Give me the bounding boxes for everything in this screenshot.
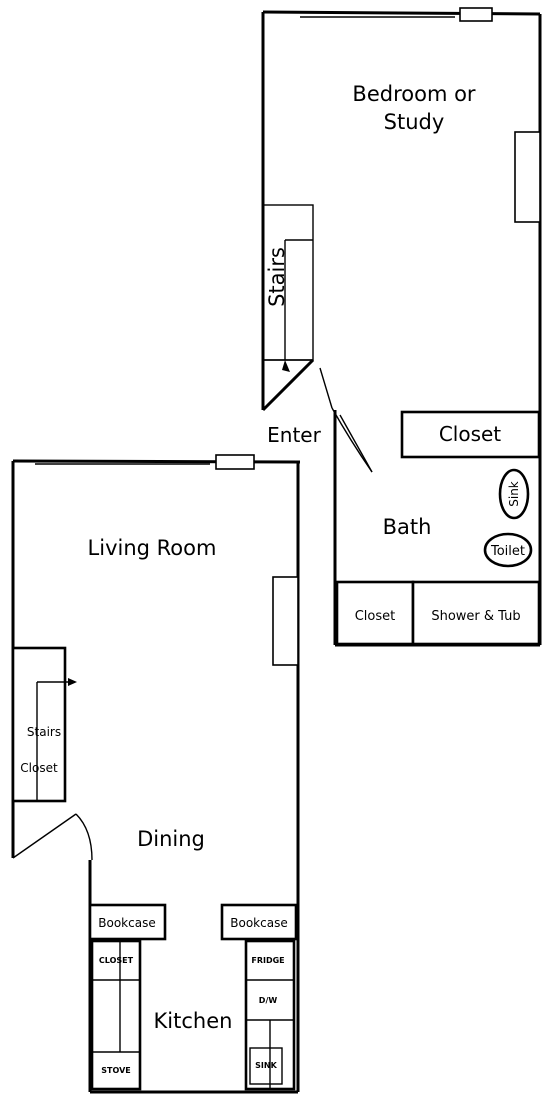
bath-sink xyxy=(498,468,530,520)
bath-door-leaf xyxy=(339,414,373,473)
upper-closet-label: Closet xyxy=(439,422,501,446)
lower-door-swing xyxy=(75,813,93,861)
entry-door-leaf xyxy=(319,367,333,409)
lower-stairs-label: Stairs xyxy=(27,725,61,739)
lower-door-leaf xyxy=(12,813,77,859)
bookcase-left-label: Bookcase xyxy=(98,916,155,930)
upper-window xyxy=(459,7,493,22)
lower-wall-recess xyxy=(272,576,299,666)
bath-label: Bath xyxy=(383,515,432,539)
upper-stairs-arrow xyxy=(282,360,290,372)
upper-top-wall xyxy=(262,10,541,16)
lower-top-wall xyxy=(12,459,301,464)
sink-label: Sink xyxy=(507,481,521,507)
lower-window xyxy=(215,454,255,470)
bookcase-right-label: Bookcase xyxy=(230,916,287,930)
bath-closet-label: Closet xyxy=(355,609,396,624)
lower-stairs-closet xyxy=(11,646,67,803)
upper-wall-recess xyxy=(514,131,541,223)
kitchen-label: Kitchen xyxy=(154,1009,233,1033)
upper-landing-wall xyxy=(261,358,315,412)
stove-label: STOVE xyxy=(101,1066,130,1075)
upper-closet xyxy=(400,410,541,459)
kitchen-sink-label: SINK xyxy=(255,1061,277,1070)
bath-toilet xyxy=(483,532,533,568)
bookcase-left xyxy=(88,903,167,941)
shower-tub xyxy=(411,580,541,646)
kitchen-sink-basin xyxy=(249,1047,283,1085)
fridge-label: FRIDGE xyxy=(251,956,284,965)
upper-floor xyxy=(261,7,542,647)
dining-label: Dining xyxy=(137,827,205,851)
lower-closet-label: Closet xyxy=(20,761,58,775)
kitchen-closet-label: CLOSET xyxy=(99,956,134,965)
bookcase-right xyxy=(220,903,298,941)
toilet-label: Toilet xyxy=(490,544,525,559)
dw-label: D/W xyxy=(259,996,278,1005)
upper-stairs-label: Stairs xyxy=(265,247,289,307)
shower-tub-label: Shower & Tub xyxy=(431,609,520,624)
bedroom-label-line1: Bedroom or xyxy=(352,82,476,106)
bedroom-label-line2: Study xyxy=(384,110,445,134)
enter-label: Enter xyxy=(267,423,321,447)
kitchen-left-counter xyxy=(90,939,142,1091)
lower-stairs-arrow xyxy=(68,678,77,686)
living-room-label: Living Room xyxy=(88,536,217,560)
lower-floor xyxy=(11,454,301,1094)
